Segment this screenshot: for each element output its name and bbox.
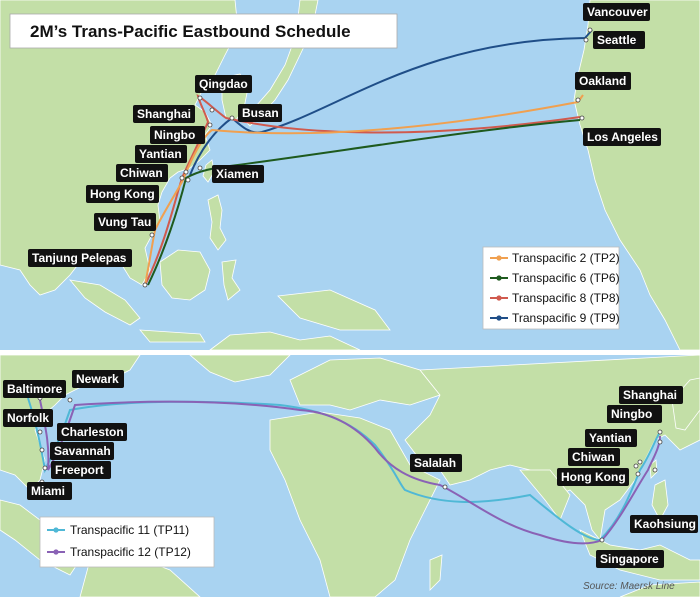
port-label-ningbo-bottom: Ningbo (607, 405, 662, 423)
svg-text:Transpacific 9 (TP9): Transpacific 9 (TP9) (512, 311, 620, 325)
top-map: Vancouver Seattle Oakland Los Angeles Qi… (0, 0, 700, 351)
svg-text:Transpacific 11 (TP11): Transpacific 11 (TP11) (70, 523, 189, 537)
svg-text:Vancouver: Vancouver (587, 5, 648, 19)
top-legend: Transpacific 2 (TP2) Transpacific 6 (TP6… (482, 246, 620, 330)
svg-text:Kaohsiung: Kaohsiung (634, 517, 696, 531)
svg-text:Chiwan: Chiwan (572, 450, 615, 464)
svg-text:Charleston: Charleston (61, 425, 124, 439)
svg-text:Singapore: Singapore (600, 552, 659, 566)
svg-text:Transpacific 6 (TP6): Transpacific 6 (TP6) (512, 271, 620, 285)
svg-text:Transpacific 8 (TP8): Transpacific 8 (TP8) (512, 291, 620, 305)
borneo-land (159, 249, 211, 301)
australia-bottom-land (619, 581, 700, 597)
port-label-chiwan: Chiwan (116, 164, 168, 182)
port-label-miami: Miami (27, 482, 72, 500)
svg-text:Salalah: Salalah (414, 456, 456, 470)
svg-text:Chiwan: Chiwan (120, 166, 163, 180)
top-port-dots (142, 27, 593, 288)
svg-text:Freeport: Freeport (55, 463, 104, 477)
port-label-hong-kong: Hong Kong (86, 185, 159, 203)
port-label-chiwan-bottom: Chiwan (568, 448, 620, 466)
port-label-singapore: Singapore (596, 550, 664, 568)
port-label-ningbo: Ningbo (150, 126, 205, 144)
legend-item-tp8: Transpacific 8 (TP8) (490, 291, 620, 305)
bottom-map: Baltimore Newark Norfolk Charleston Sava… (0, 354, 700, 597)
svg-text:Newark: Newark (76, 372, 119, 386)
svg-text:Hong Kong: Hong Kong (90, 187, 155, 201)
port-label-charleston: Charleston (57, 423, 127, 441)
port-label-busan: Busan (238, 104, 282, 122)
svg-text:Shanghai: Shanghai (623, 388, 677, 402)
bottom-legend: Transpacific 11 (TP11) Transpacific 12 (… (39, 516, 215, 568)
svg-text:Oakland: Oakland (579, 74, 626, 88)
svg-text:Baltimore: Baltimore (7, 382, 63, 396)
route-tp12 (39, 399, 661, 545)
europe-land (289, 357, 441, 411)
svg-text:Ningbo: Ningbo (154, 128, 195, 142)
africa-land (269, 411, 441, 597)
port-label-kaohsiung: Kaohsiung (630, 515, 698, 533)
svg-text:Vung Tau: Vung Tau (98, 215, 151, 229)
legend-item-tp2: Transpacific 2 (TP2) (490, 251, 620, 265)
legend-item-tp6: Transpacific 6 (TP6) (490, 271, 620, 285)
port-label-newark: Newark (72, 370, 124, 388)
svg-text:Tanjung Pelepas: Tanjung Pelepas (32, 251, 127, 265)
svg-text:Norfolk: Norfolk (7, 411, 49, 425)
port-label-oakland: Oakland (575, 72, 631, 90)
title-box: 2M’s Trans-Pacific Eastbound Schedule (9, 13, 398, 49)
port-label-tanjung-pelepas: Tanjung Pelepas (28, 249, 132, 267)
svg-text:Busan: Busan (242, 106, 279, 120)
new-guinea-land (277, 289, 391, 331)
port-label-savannah: Savannah (50, 442, 114, 460)
port-label-vancouver: Vancouver (583, 3, 650, 21)
svg-text:Savannah: Savannah (54, 444, 111, 458)
port-label-yantian-bottom: Yantian (585, 429, 637, 447)
greenland-land (188, 354, 291, 383)
svg-text:Yantian: Yantian (139, 147, 182, 161)
svg-text:Hong Kong: Hong Kong (561, 470, 626, 484)
legend-item-tp9: Transpacific 9 (TP9) (490, 311, 620, 325)
svg-text:Ningbo: Ningbo (611, 407, 652, 421)
port-label-norfolk: Norfolk (3, 409, 53, 427)
svg-text:Qingdao: Qingdao (199, 77, 248, 91)
map-divider (0, 350, 700, 355)
svg-text:Transpacific 12 (TP12): Transpacific 12 (TP12) (70, 545, 191, 559)
port-label-qingdao: Qingdao (195, 75, 252, 93)
svg-text:Xiamen: Xiamen (216, 167, 259, 181)
port-label-freeport: Freeport (51, 461, 111, 479)
port-label-xiamen: Xiamen (212, 165, 264, 183)
sumatra-land (69, 279, 141, 326)
svg-text:Transpacific 2 (TP2): Transpacific 2 (TP2) (512, 251, 620, 265)
madagascar-land (429, 554, 443, 591)
svg-text:Miami: Miami (31, 484, 65, 498)
japan-bottom-land (671, 377, 700, 431)
port-label-seattle: Seattle (593, 31, 645, 49)
port-label-vung-tau: Vung Tau (94, 213, 156, 231)
legend-item-tp11: Transpacific 11 (TP11) (47, 523, 189, 537)
port-label-los-angeles: Los Angeles (583, 128, 661, 146)
page-title: 2M’s Trans-Pacific Eastbound Schedule (30, 22, 351, 41)
port-label-shanghai-bottom: Shanghai (619, 386, 683, 404)
philippines-bottom-land (651, 479, 669, 521)
port-label-salalah: Salalah (410, 454, 462, 472)
svg-text:Seattle: Seattle (597, 33, 637, 47)
svg-text:Yantian: Yantian (589, 431, 632, 445)
java-land (139, 329, 206, 343)
sulawesi-land (221, 259, 241, 301)
source-caption: Source: Maersk Line (583, 581, 675, 592)
port-label-hong-kong-bottom: Hong Kong (557, 468, 629, 486)
port-label-shanghai: Shanghai (133, 105, 195, 123)
port-label-yantian: Yantian (135, 145, 187, 163)
philippines-land (207, 194, 227, 251)
taiwan-land (202, 159, 215, 183)
port-label-baltimore: Baltimore (3, 380, 66, 398)
legend-item-tp12: Transpacific 12 (TP12) (47, 545, 191, 559)
svg-text:Shanghai: Shanghai (137, 107, 191, 121)
svg-text:Los Angeles: Los Angeles (587, 130, 658, 144)
